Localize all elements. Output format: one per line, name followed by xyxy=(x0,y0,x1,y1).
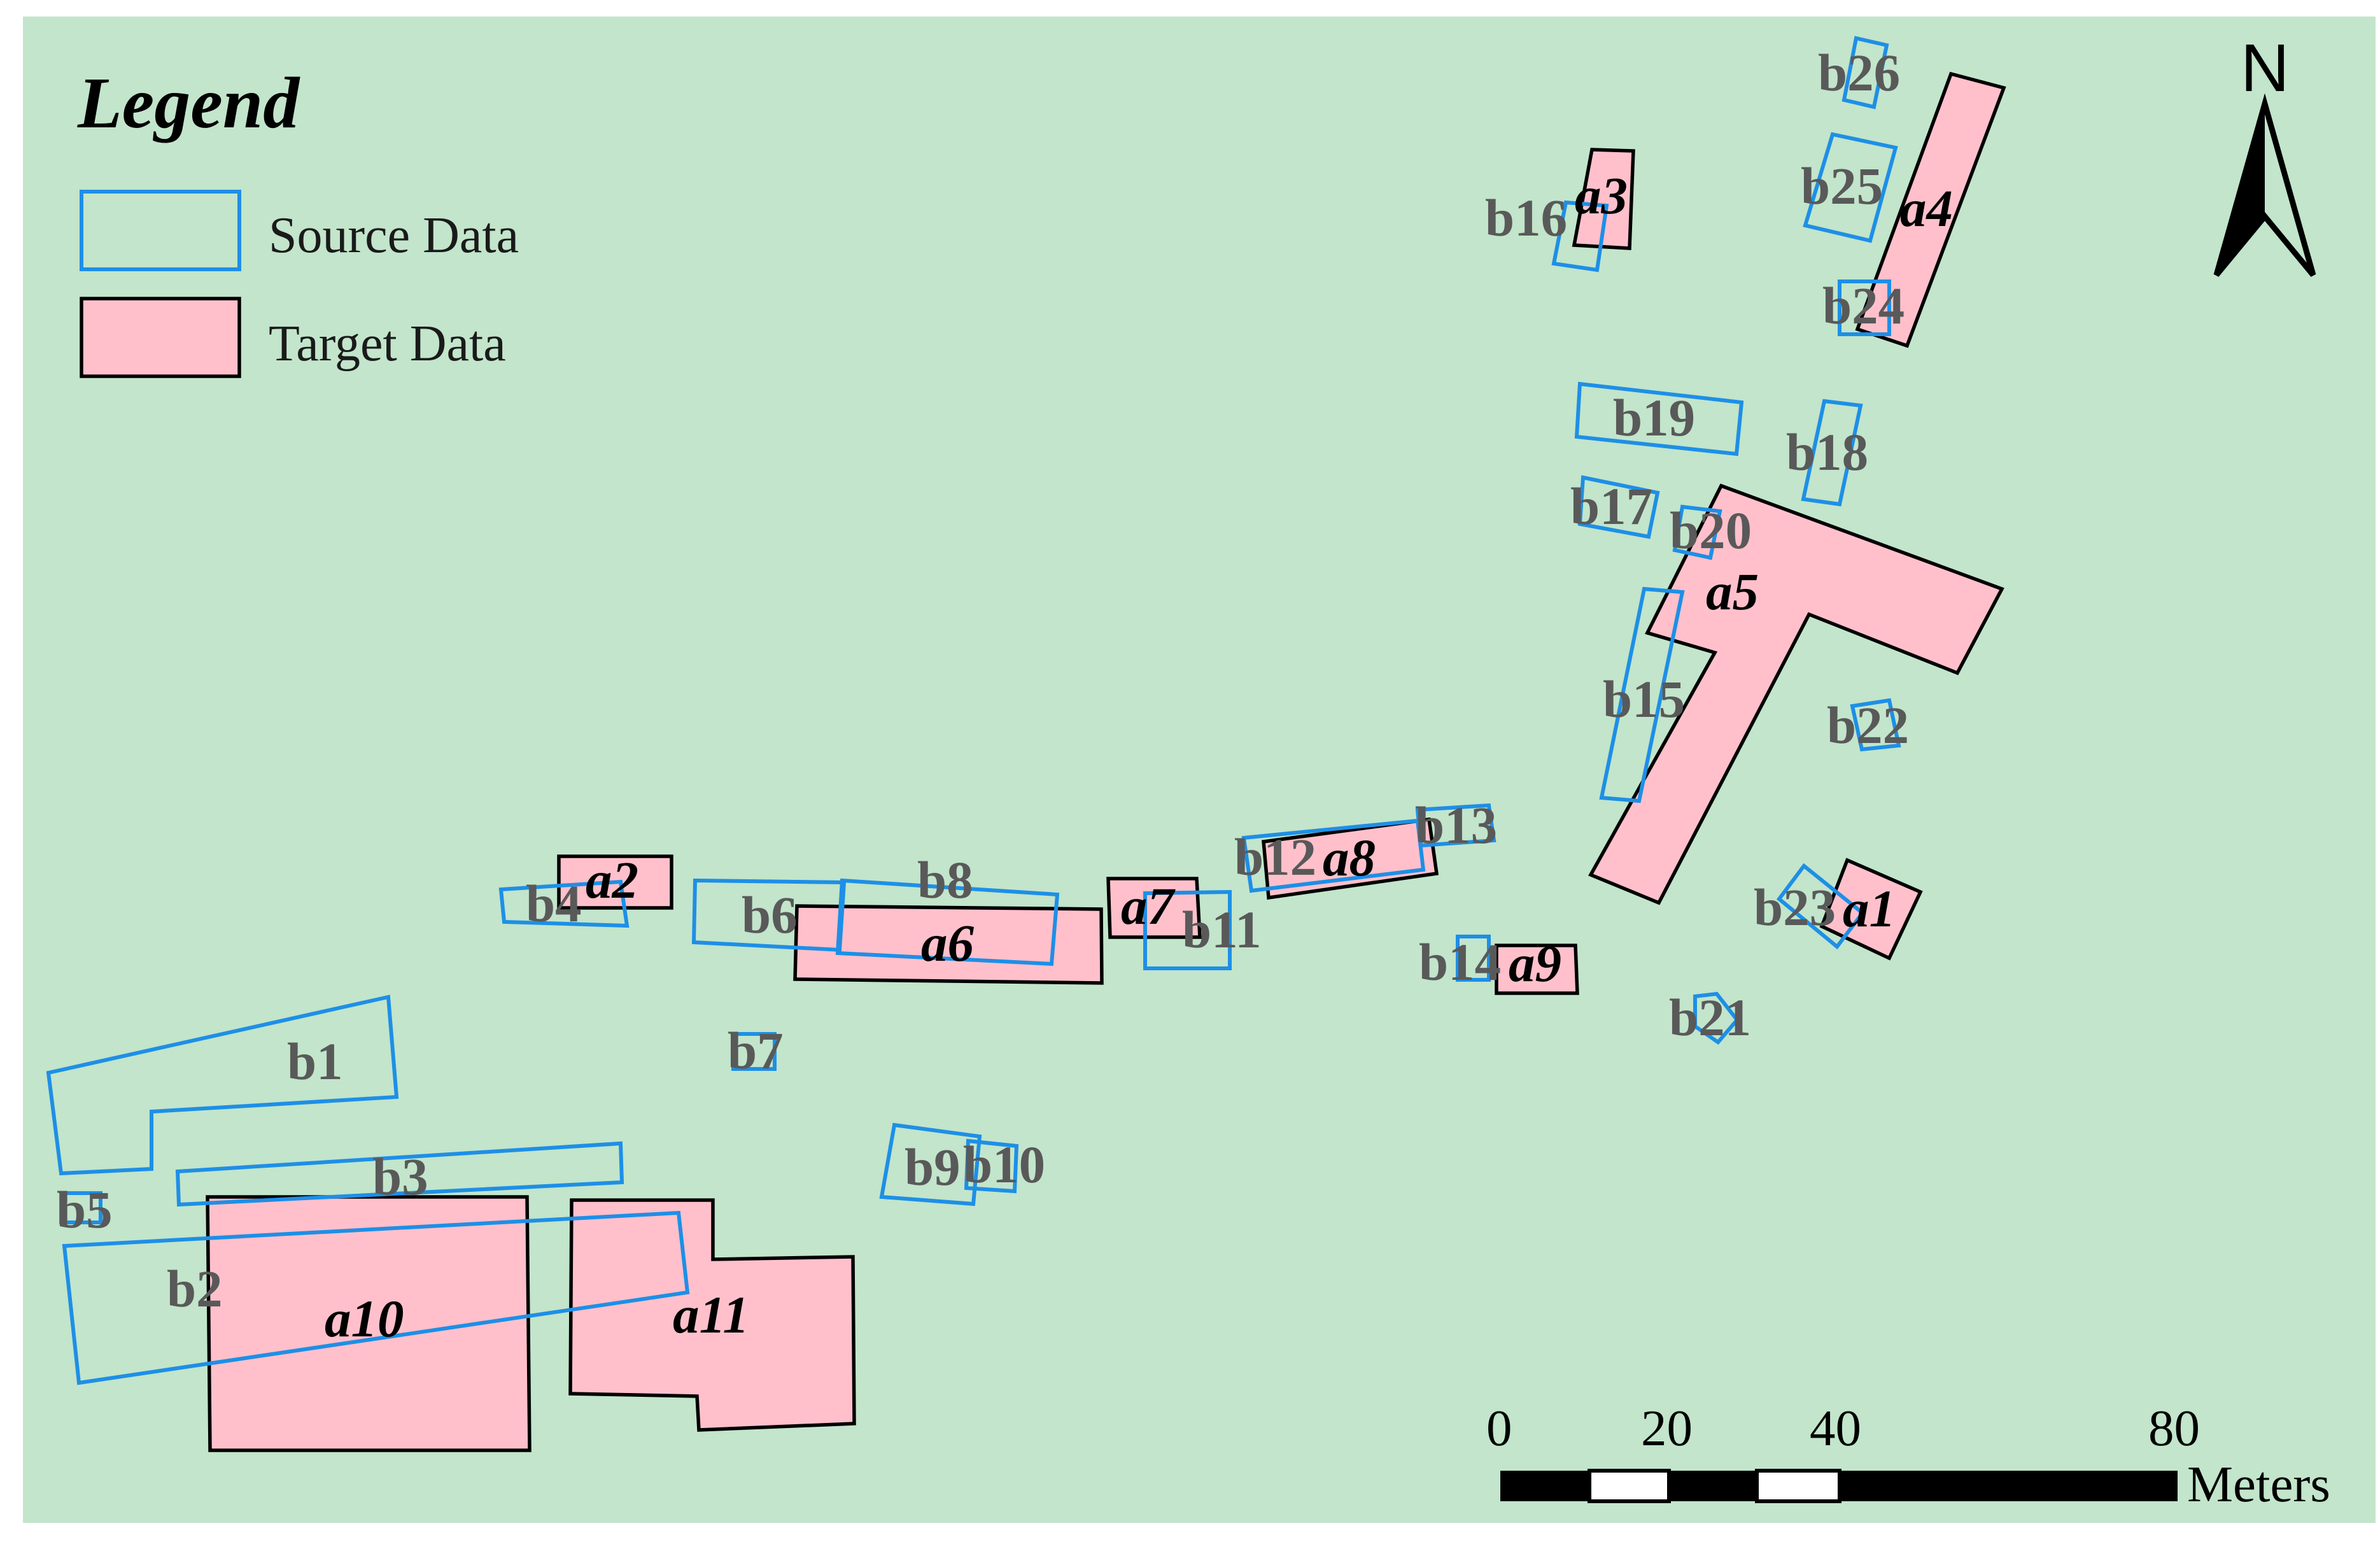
source-polygon-b25 xyxy=(1803,132,1898,243)
source-label-b6: b6 xyxy=(742,886,798,944)
source-label-b23: b23 xyxy=(1754,878,1836,937)
source-polygon-b18 xyxy=(1801,399,1863,507)
source-polygon-b11 xyxy=(1143,889,1232,970)
source-polygon-b15 xyxy=(1599,586,1685,803)
source-polygon-b23 xyxy=(1776,863,1866,950)
source-polygon-b22 xyxy=(1850,698,1901,752)
source-polygon-b1 xyxy=(46,994,399,1176)
target-polygon-a10 xyxy=(206,1195,532,1452)
source-polygon-b12 xyxy=(1241,818,1426,893)
scale-segment-3 xyxy=(1669,1471,1757,1501)
source-polygon-b10 xyxy=(964,1138,1019,1194)
scale-tick-80: 80 xyxy=(2148,1399,2200,1457)
legend-swatch-target xyxy=(80,297,241,378)
source-label-b17: b17 xyxy=(1570,477,1652,535)
target-label-a10: a10 xyxy=(325,1289,404,1348)
source-polygon-b2 xyxy=(62,1210,690,1385)
source-label-b3: b3 xyxy=(372,1147,428,1206)
target-label-a1: a1 xyxy=(1843,879,1896,938)
scale-segment-5 xyxy=(1840,1471,2178,1501)
source-label-b16: b16 xyxy=(1485,188,1567,247)
north-arrow-half xyxy=(2216,104,2265,275)
target-polygon-a3 xyxy=(1572,148,1635,250)
source-polygon-b14 xyxy=(1456,935,1491,982)
target-polygon-a9 xyxy=(1495,944,1579,995)
legend: Legend Source Data Target Data xyxy=(77,62,519,378)
target-label-a5: a5 xyxy=(1706,562,1759,621)
source-label-b18: b18 xyxy=(1786,423,1868,481)
source-label-b8: b8 xyxy=(917,851,973,909)
source-label-b20: b20 xyxy=(1670,501,1752,560)
legend-label-source: Source Data xyxy=(269,208,519,264)
source-label-b21: b21 xyxy=(1669,988,1751,1047)
scale-segment-4 xyxy=(1755,1469,1841,1503)
source-label-b22: b22 xyxy=(1827,696,1909,754)
source-polygon-b16 xyxy=(1551,200,1609,272)
source-polygon-b4 xyxy=(498,879,630,928)
scale-segment-1 xyxy=(1500,1471,1589,1501)
target-label-a9: a9 xyxy=(1509,934,1561,993)
source-polygon-b7 xyxy=(731,1032,777,1071)
source-labels: b1 b2 b3 b4 b5 b6 b7 b8 b9 b10 b11 b12 b… xyxy=(57,43,1909,1318)
source-buildings xyxy=(46,36,1901,1385)
target-label-a4: a4 xyxy=(1900,179,1953,237)
scale-bar: 0 20 40 80 Meters xyxy=(1486,1399,2330,1513)
source-polygon-b8 xyxy=(835,878,1060,966)
source-polygon-b17 xyxy=(1577,475,1660,539)
source-label-b1: b1 xyxy=(287,1032,343,1091)
source-label-b19: b19 xyxy=(1613,388,1695,447)
scale-tick-0: 0 xyxy=(1486,1399,1512,1457)
scale-tick-20: 20 xyxy=(1641,1399,1693,1457)
source-label-b4: b4 xyxy=(526,874,582,933)
source-label-b14: b14 xyxy=(1419,933,1501,991)
target-labels: a1 a2 a3 a4 a5 a6 a7 a8 a9 a10 a11 xyxy=(325,166,1953,1348)
source-polygon-b13 xyxy=(1415,803,1496,848)
source-label-b7: b7 xyxy=(728,1021,784,1080)
target-label-a11: a11 xyxy=(673,1285,749,1344)
target-polygon-a11 xyxy=(568,1198,856,1432)
target-label-a3: a3 xyxy=(1575,166,1628,225)
north-label: N xyxy=(2241,31,2290,106)
source-polygon-b20 xyxy=(1672,504,1722,560)
legend-title: Legend xyxy=(77,62,300,143)
source-label-b25: b25 xyxy=(1801,157,1883,215)
source-label-b26: b26 xyxy=(1818,43,1900,102)
scale-segment-2 xyxy=(1588,1469,1671,1503)
target-label-a7: a7 xyxy=(1121,877,1176,935)
source-polygon-b5 xyxy=(59,1191,102,1224)
target-label-a6: a6 xyxy=(921,914,975,972)
source-polygon-b19 xyxy=(1574,381,1744,456)
source-label-b5: b5 xyxy=(57,1180,113,1239)
target-polygon-a4 xyxy=(1855,71,2006,348)
source-label-b24: b24 xyxy=(1822,276,1905,335)
source-polygon-b9 xyxy=(879,1122,982,1206)
target-label-a8: a8 xyxy=(1323,828,1376,887)
source-polygon-b26 xyxy=(1841,36,1889,110)
legend-label-target: Target Data xyxy=(269,316,506,372)
target-polygon-a5 xyxy=(1588,483,2004,905)
scale-unit: Meters xyxy=(2187,1455,2330,1513)
source-label-b15: b15 xyxy=(1603,670,1685,728)
source-polygon-b24 xyxy=(1838,279,1891,336)
source-label-b9: b9 xyxy=(905,1138,961,1196)
source-label-b10: b10 xyxy=(963,1135,1045,1194)
source-polygon-b3 xyxy=(175,1141,624,1207)
source-label-b13: b13 xyxy=(1415,796,1497,854)
north-arrow: N xyxy=(2213,31,2316,277)
source-label-b2: b2 xyxy=(167,1259,223,1318)
source-label-b11: b11 xyxy=(1182,900,1262,959)
source-label-b12: b12 xyxy=(1234,828,1316,886)
legend-swatch-source xyxy=(80,190,241,271)
scale-tick-40: 40 xyxy=(1810,1399,1861,1457)
target-label-a2: a2 xyxy=(586,851,638,909)
source-polygon-b21 xyxy=(1693,991,1740,1045)
